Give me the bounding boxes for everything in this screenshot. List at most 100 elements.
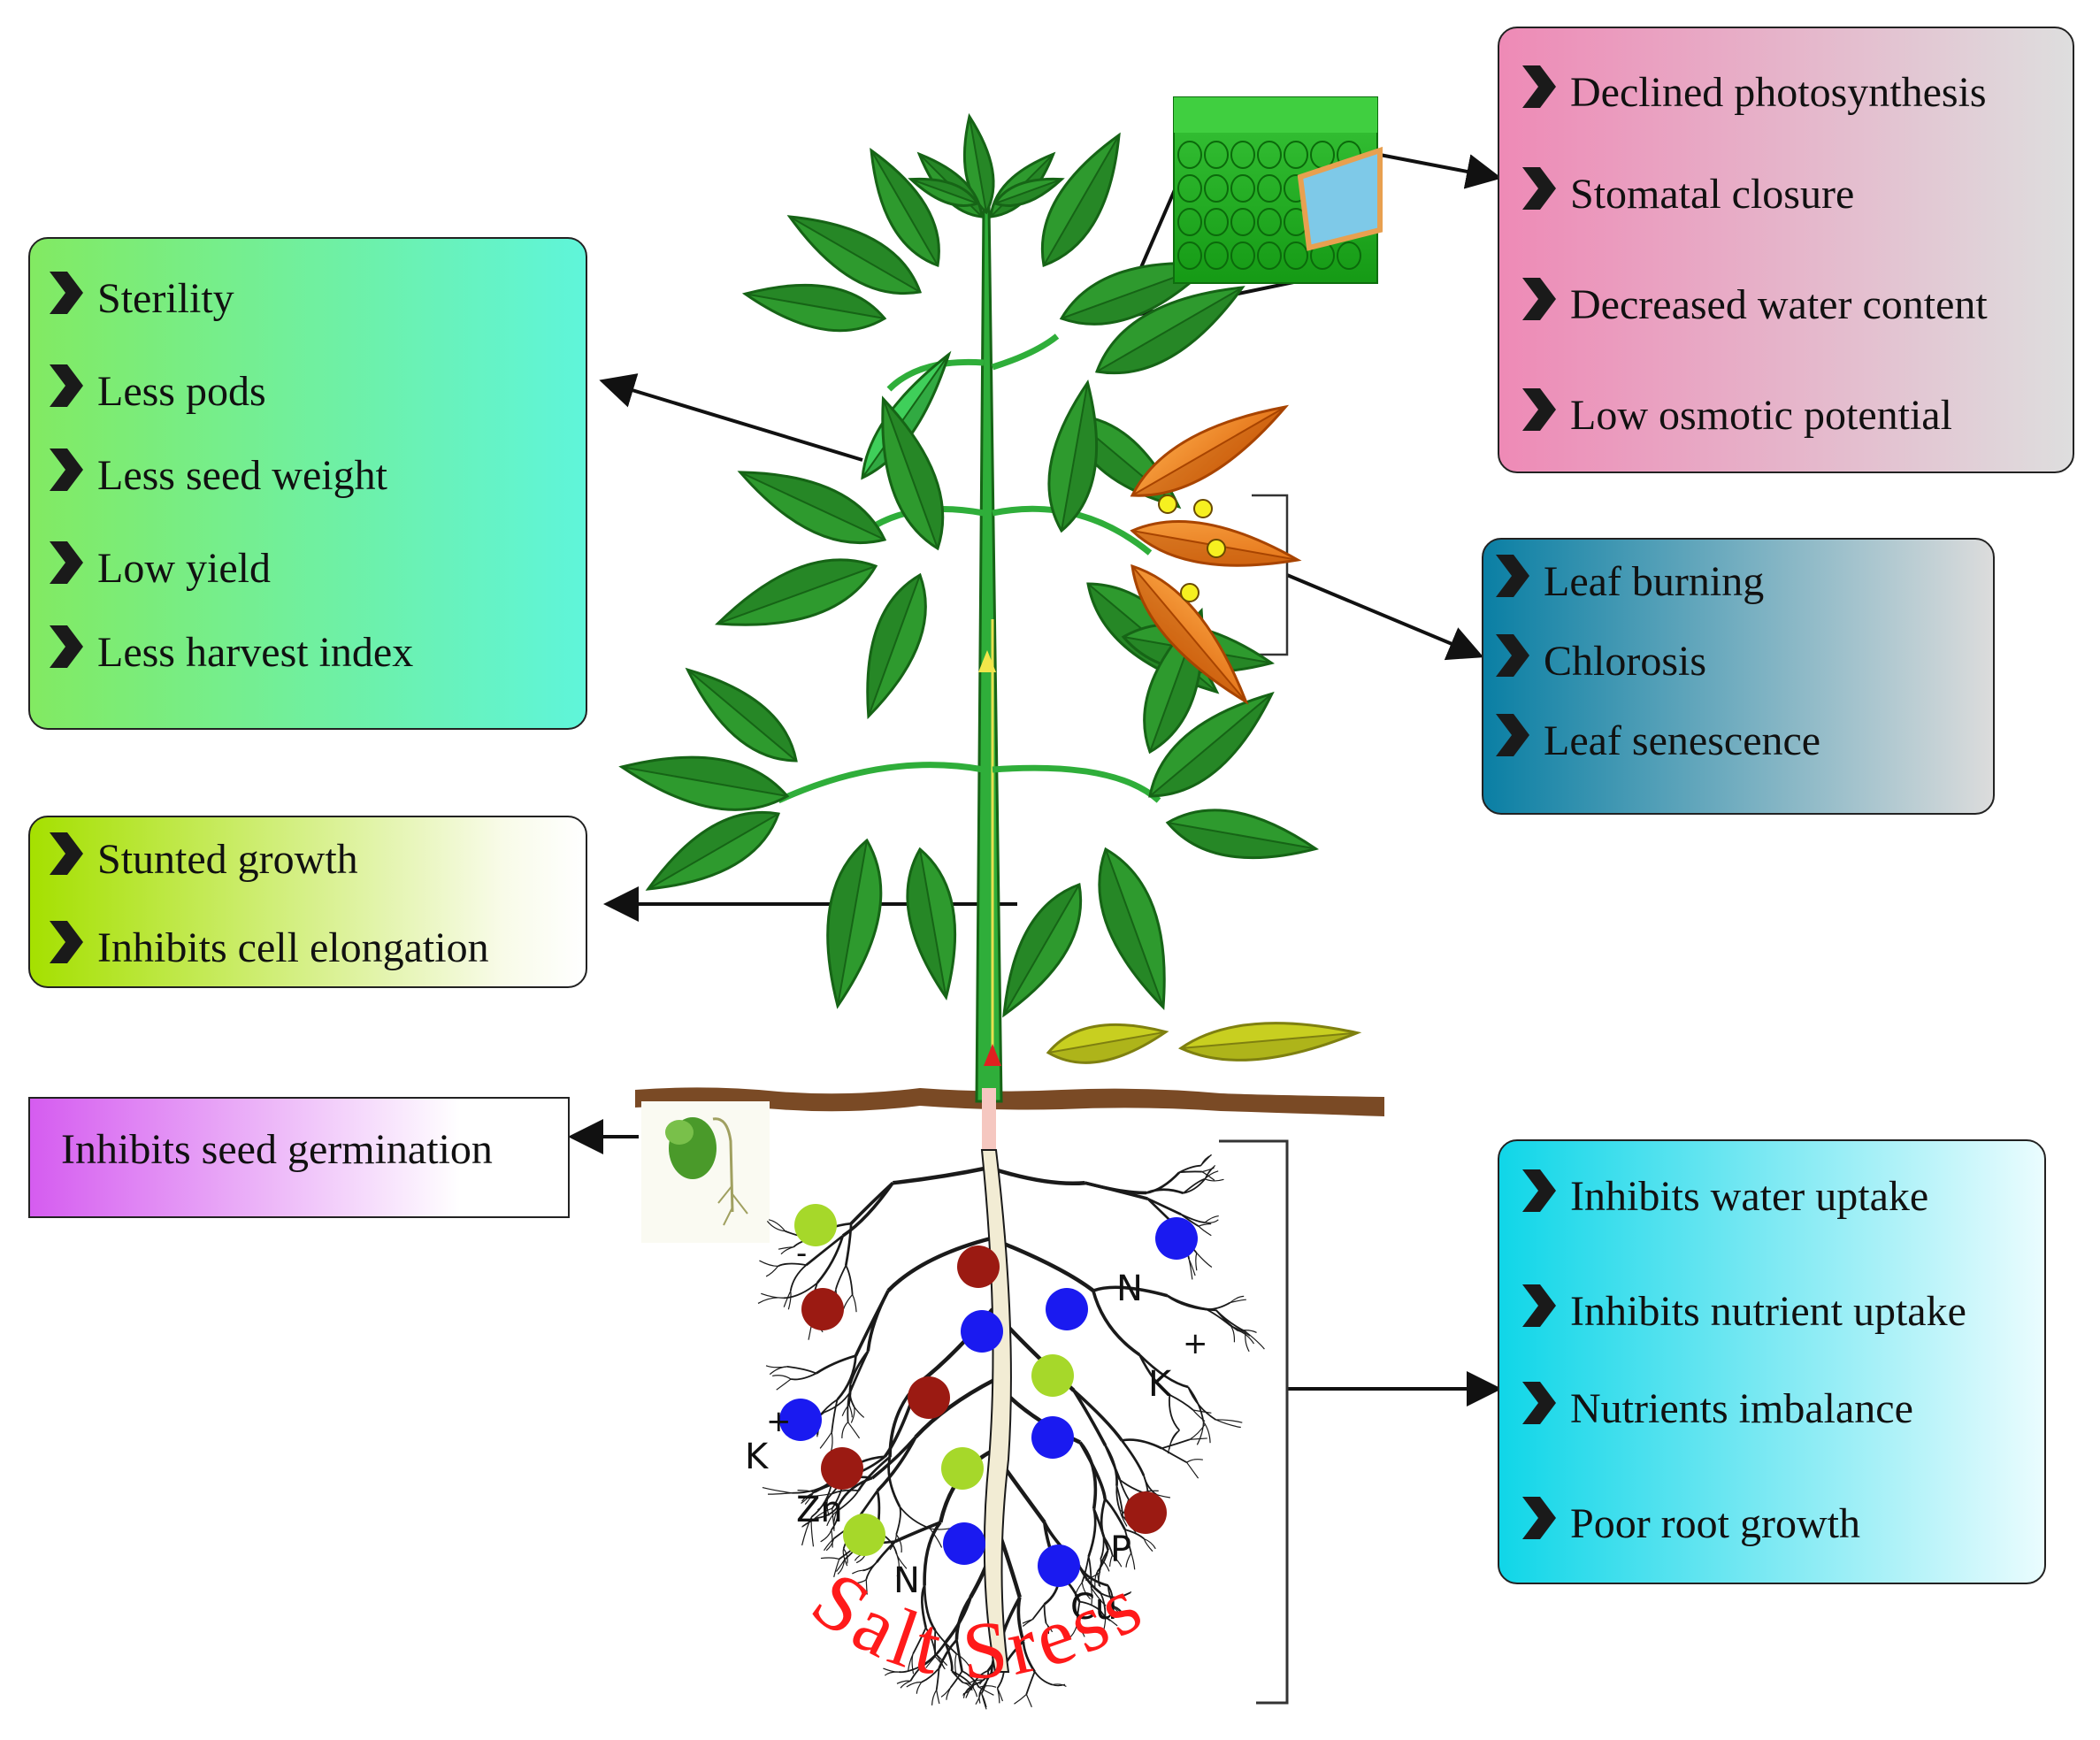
leaf-icon — [1046, 1023, 1169, 1064]
chevron-right-icon — [1492, 553, 1531, 609]
list-item: Less pods — [46, 363, 266, 419]
list-item-text: Poor root growth — [1570, 1499, 1860, 1547]
list-item: Sterility — [46, 270, 234, 326]
leaf-icon — [870, 147, 940, 268]
ion-dot — [908, 1376, 950, 1419]
cell-icon — [1284, 241, 1308, 270]
list-item-text: Nutrients imbalance — [1570, 1384, 1913, 1432]
ion-label: K — [745, 1437, 770, 1477]
chevron-right-icon — [46, 363, 85, 419]
list-item-text: Sterility — [97, 274, 234, 322]
ion-label: N — [1116, 1269, 1143, 1309]
leaf-icon — [715, 558, 878, 626]
cell-icon — [1230, 141, 1255, 169]
list-item: Low osmotic potential — [1519, 387, 1952, 443]
leaf-icon — [1148, 691, 1275, 798]
arrow-to-leaf-tissue — [1379, 153, 1502, 189]
soil-surface — [635, 1087, 1384, 1116]
cell-icon — [1204, 141, 1229, 169]
list-item: Leaf burning — [1492, 553, 1764, 609]
leaf-icon — [786, 215, 923, 295]
cell-icon — [1337, 241, 1361, 270]
cell-icon — [1204, 174, 1229, 203]
lesion-dot — [1158, 494, 1177, 514]
list-item: Leaf senescence — [1492, 712, 1820, 769]
chevron-right-icon — [1519, 1380, 1558, 1437]
ion-label: P — [1110, 1529, 1131, 1570]
cell-icon — [1230, 174, 1255, 203]
cell-icon — [1257, 174, 1282, 203]
taproot — [980, 1149, 1012, 1673]
list-item-text: Less harvest index — [97, 628, 414, 676]
ion-charge: + — [1183, 1326, 1208, 1361]
arrow-to-reproductive — [599, 373, 863, 462]
ion-charge: + — [766, 1404, 792, 1439]
ion-dot — [801, 1288, 844, 1330]
cell-icon — [1257, 208, 1282, 236]
chevron-right-icon — [46, 540, 85, 596]
chevron-right-icon — [1519, 387, 1558, 443]
lesion-dot — [1180, 583, 1199, 602]
plant-leaves — [618, 112, 1362, 1064]
leaf-icon — [685, 667, 798, 763]
ion-label: K — [1148, 1364, 1173, 1405]
cell-icon — [1177, 208, 1202, 236]
chevron-right-icon — [46, 624, 85, 680]
leaf-icon — [1098, 847, 1166, 1010]
list-item-text: Inhibits water uptake — [1570, 1172, 1929, 1220]
ion-dot — [1038, 1545, 1080, 1587]
ion-dot — [843, 1514, 885, 1556]
leaf-icon — [1130, 563, 1249, 705]
list-item: Less harvest index — [46, 624, 413, 680]
ion-label: Zn — [796, 1490, 843, 1530]
list-item: Stunted growth — [46, 831, 358, 887]
list-item-text: Inhibits seed germination — [61, 1126, 493, 1173]
cell-icon — [1230, 208, 1255, 236]
chevron-right-icon — [46, 831, 85, 887]
ion-label: Cu — [1070, 1587, 1117, 1628]
leaf-icon — [1002, 882, 1083, 1018]
lesion-dot — [1193, 499, 1213, 518]
chevron-right-icon — [1519, 1283, 1558, 1339]
ion-dot — [1155, 1217, 1198, 1260]
chevron-right-icon — [46, 447, 85, 503]
ion-dot — [941, 1447, 984, 1490]
list-item-text: Low yield — [97, 544, 271, 592]
ion-dot — [821, 1447, 863, 1490]
root-bracket — [1219, 1139, 1289, 1705]
leaf-icon — [906, 847, 957, 1001]
chevron-right-icon — [1519, 276, 1558, 333]
list-item: Inhibits nutrient uptake — [1519, 1283, 1966, 1339]
list-item: Declined photosynthesis — [1519, 64, 1987, 120]
germination-effects-panel: Inhibits seed germination — [28, 1097, 570, 1218]
leaf-icon — [1040, 132, 1121, 268]
cell-icon — [1204, 208, 1229, 236]
cell-icon — [1257, 241, 1282, 270]
list-item-text: Chlorosis — [1544, 637, 1707, 685]
salt-stress-title: Salt Sress — [796, 1553, 1160, 1696]
chevron-right-icon — [46, 919, 85, 976]
leaf-icon — [1177, 1022, 1362, 1062]
list-item-text: Less pods — [97, 367, 266, 415]
list-item: Chlorosis — [1492, 632, 1706, 689]
cell-icon — [1177, 174, 1202, 203]
leaf-icon — [993, 177, 1065, 207]
arrow-to-leaf-damage — [1286, 573, 1484, 661]
list-item: Low yield — [46, 540, 271, 596]
ion-label: N — [893, 1560, 920, 1601]
ion-dot — [957, 1246, 1000, 1288]
list-item-text: Decreased water content — [1570, 280, 1988, 328]
chevron-right-icon — [1492, 632, 1531, 689]
list-item-text: Stomatal closure — [1570, 170, 1855, 218]
ion-dot — [1031, 1416, 1074, 1459]
leaf-icon — [866, 572, 927, 720]
chevron-right-icon — [1519, 165, 1558, 222]
leaf-icon — [1047, 379, 1099, 533]
chevron-right-icon — [1492, 712, 1531, 769]
